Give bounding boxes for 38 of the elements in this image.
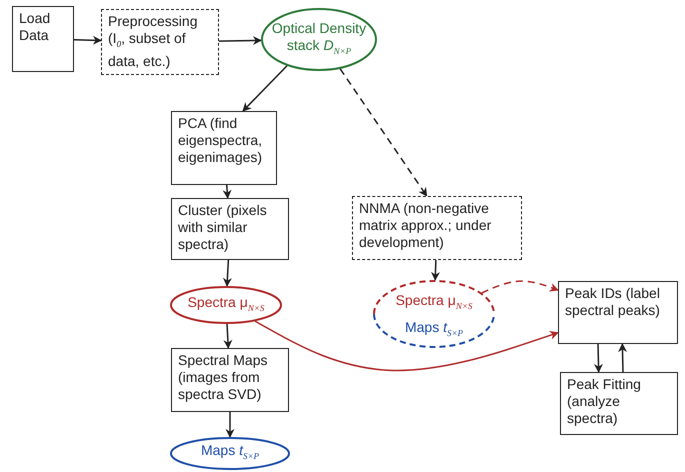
process-box xyxy=(12,6,74,72)
node-text: Spectra μ$_{N×S}$ xyxy=(188,294,264,314)
dashed-data-ellipse xyxy=(373,280,495,348)
dashed-process-box xyxy=(352,196,522,260)
arrow xyxy=(254,320,559,372)
dashed-arrow xyxy=(482,280,559,294)
process-box xyxy=(560,372,678,435)
node-text: Peak Fitting (analyze spectra) xyxy=(567,376,642,427)
dashed-process-box xyxy=(101,9,219,75)
process-box xyxy=(171,348,289,412)
node-text: Optical Density stack D$_{N×P}$ xyxy=(270,20,368,58)
arrow xyxy=(222,260,232,287)
node-text: Cluster (pixels with similar spectra) xyxy=(178,202,268,253)
node-text: PCA (find eigenspectra, eigenimages) xyxy=(178,115,264,166)
dashed-arrow xyxy=(340,68,428,197)
node-text: Maps t$_{S×P}$ xyxy=(200,442,260,463)
data-ellipse xyxy=(261,8,377,71)
node-text: Peak IDs (label spectral peaks) xyxy=(565,285,661,319)
arrow xyxy=(223,324,232,349)
node-text: NNMA (non-negative matrix approx.; under development) xyxy=(359,200,492,251)
node-text: Preprocessing (I$_{0}$, subset of data, etc.) xyxy=(108,13,198,70)
arrow xyxy=(222,184,232,199)
node-text: Maps t$_{S×P}$ xyxy=(404,319,464,340)
arrow xyxy=(430,260,440,281)
data-ellipse xyxy=(170,286,282,324)
arrow xyxy=(218,36,262,46)
arrow xyxy=(226,412,234,438)
arrow xyxy=(74,36,102,45)
process-box xyxy=(171,111,277,185)
process-box xyxy=(171,198,289,260)
arrow xyxy=(594,344,603,373)
arrow xyxy=(242,65,288,112)
node-text: Spectra μ$_{N×S}$ xyxy=(396,292,472,313)
node-text: Spectral Maps (images from spectra SVD) xyxy=(178,352,268,403)
node-text: Load Data xyxy=(19,10,52,44)
process-box xyxy=(558,281,678,344)
data-ellipse xyxy=(170,437,290,470)
arrow xyxy=(618,343,628,372)
